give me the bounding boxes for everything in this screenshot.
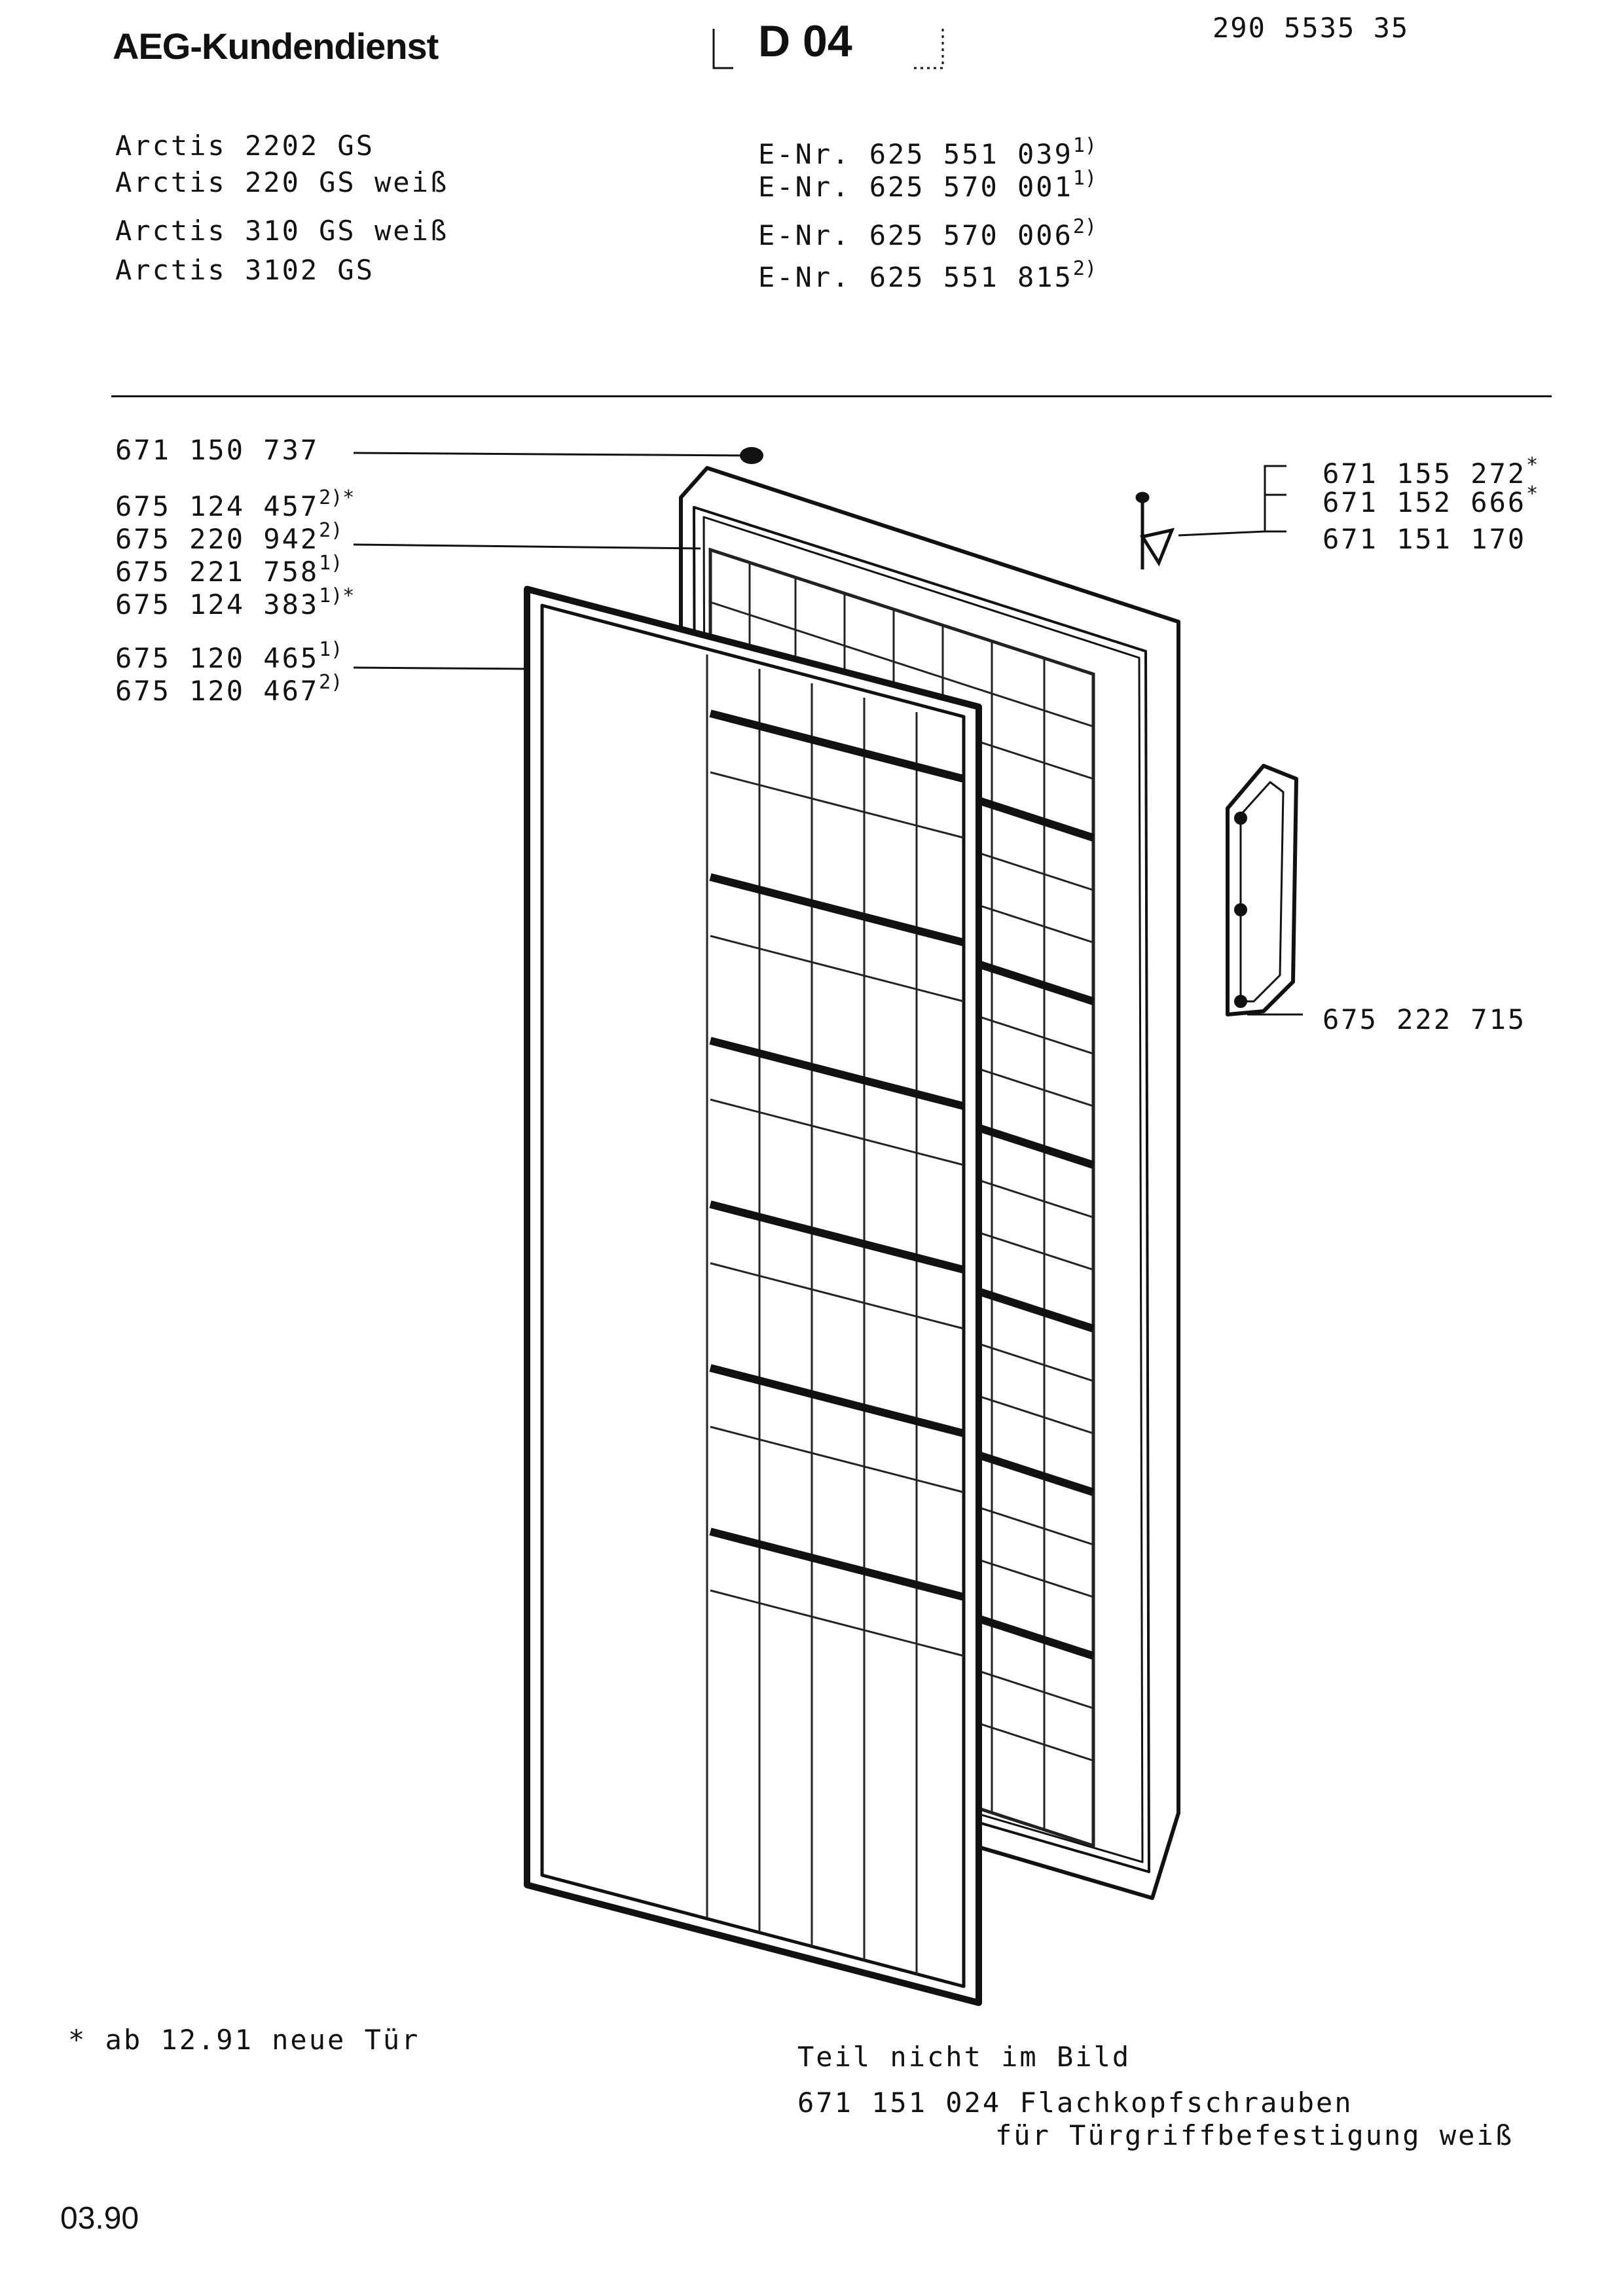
gasket-shelf-rails — [709, 709, 965, 1601]
enr-note: 2) — [1072, 215, 1097, 238]
model-name: Arctis 3102 GS — [115, 254, 375, 286]
gasket-inner-grid — [706, 655, 964, 1975]
not-shown-part: 671 151 024 Flachkopfschrauben — [797, 2089, 1353, 2117]
part-description-line2: für Türgriffbefestigung weiß — [995, 2119, 1514, 2151]
model-name: Arctis 2202 GS — [115, 130, 375, 162]
part-label: 671 151 170 — [1322, 521, 1526, 553]
part-note: 1) — [319, 638, 343, 661]
part-label: 675 222 715 — [1322, 1001, 1526, 1033]
part-label: 671 150 737 — [115, 432, 319, 464]
brand-title: AEG-Kundendienst — [113, 26, 439, 67]
part-label: 675 120 4672) — [115, 673, 342, 705]
part-note: 2) — [319, 519, 343, 542]
part-number: 671 151 024 — [797, 2087, 1002, 2119]
part-number: 671 151 170 — [1322, 523, 1527, 555]
part-number: 675 124 457 — [115, 490, 319, 522]
enr-prefix: E-Nr. — [758, 171, 851, 203]
part-note: 1) — [319, 552, 343, 575]
part-number: 671 155 272 — [1322, 457, 1527, 490]
not-shown-heading: Teil nicht im Bild — [797, 2041, 1131, 2073]
part-note: 1)* — [319, 584, 355, 607]
model-enr: E-Nr. 625 551 0391) — [758, 136, 1097, 168]
enr-number: 625 551 815 — [869, 261, 1073, 293]
enr-prefix: E-Nr. — [758, 138, 851, 170]
part-label: 671 152 666* — [1322, 484, 1538, 516]
enr-number: 625 570 001 — [869, 171, 1073, 203]
part-note: 2)* — [319, 486, 355, 509]
part-number: 671 150 737 — [115, 434, 319, 466]
section-code: D 04 — [758, 16, 852, 66]
part-label: 675 220 9422) — [115, 521, 342, 553]
part-label: 671 155 272* — [1322, 456, 1538, 488]
document-number: 290 5535 35 — [1213, 12, 1410, 44]
door-handle — [1226, 764, 1298, 1016]
model-name: Arctis 310 GS weiß — [115, 215, 449, 247]
model-enr: E-Nr. 625 570 0062) — [758, 217, 1097, 249]
part-note: 2) — [319, 671, 343, 694]
part-number: 675 124 383 — [115, 588, 319, 620]
door-gasket — [524, 586, 982, 2006]
part-number: 675 221 758 — [115, 556, 319, 588]
leader-lines — [353, 452, 1303, 1016]
part-note: * — [1526, 454, 1539, 476]
part-label: 675 221 7581) — [115, 554, 342, 586]
part-number: 675 220 942 — [115, 523, 319, 555]
enr-note: 2) — [1072, 257, 1097, 280]
model-enr: E-Nr. 625 551 8152) — [758, 259, 1097, 291]
part-label: 675 124 4572)* — [115, 488, 354, 520]
top-plug — [740, 447, 763, 464]
enr-prefix: E-Nr. — [758, 261, 851, 293]
footnote: * ab 12.91 neue Tür — [68, 2024, 420, 2056]
enr-number: 625 570 006 — [869, 219, 1073, 251]
enr-note: 1) — [1072, 134, 1097, 157]
part-number: 671 152 666 — [1322, 486, 1527, 518]
enr-note: 1) — [1072, 167, 1097, 190]
part-label: 675 120 4651) — [115, 640, 342, 672]
part-number: 675 222 715 — [1322, 1003, 1527, 1035]
model-enr: E-Nr. 625 570 0011) — [758, 169, 1097, 201]
part-note: * — [1526, 482, 1539, 505]
header-divider — [111, 395, 1552, 397]
code-frame-marks — [712, 29, 944, 69]
model-name: Arctis 220 GS weiß — [115, 166, 449, 198]
enr-prefix: E-Nr. — [758, 219, 851, 251]
revision-date: 03.90 — [60, 2201, 139, 2236]
enr-number: 625 551 039 — [869, 138, 1073, 170]
hinge-pin — [1135, 492, 1175, 569]
part-number: 675 120 467 — [115, 675, 319, 707]
part-number: 675 120 465 — [115, 642, 319, 674]
part-description: Flachkopfschrauben — [1019, 2087, 1353, 2119]
part-label: 675 124 3831)* — [115, 586, 354, 619]
